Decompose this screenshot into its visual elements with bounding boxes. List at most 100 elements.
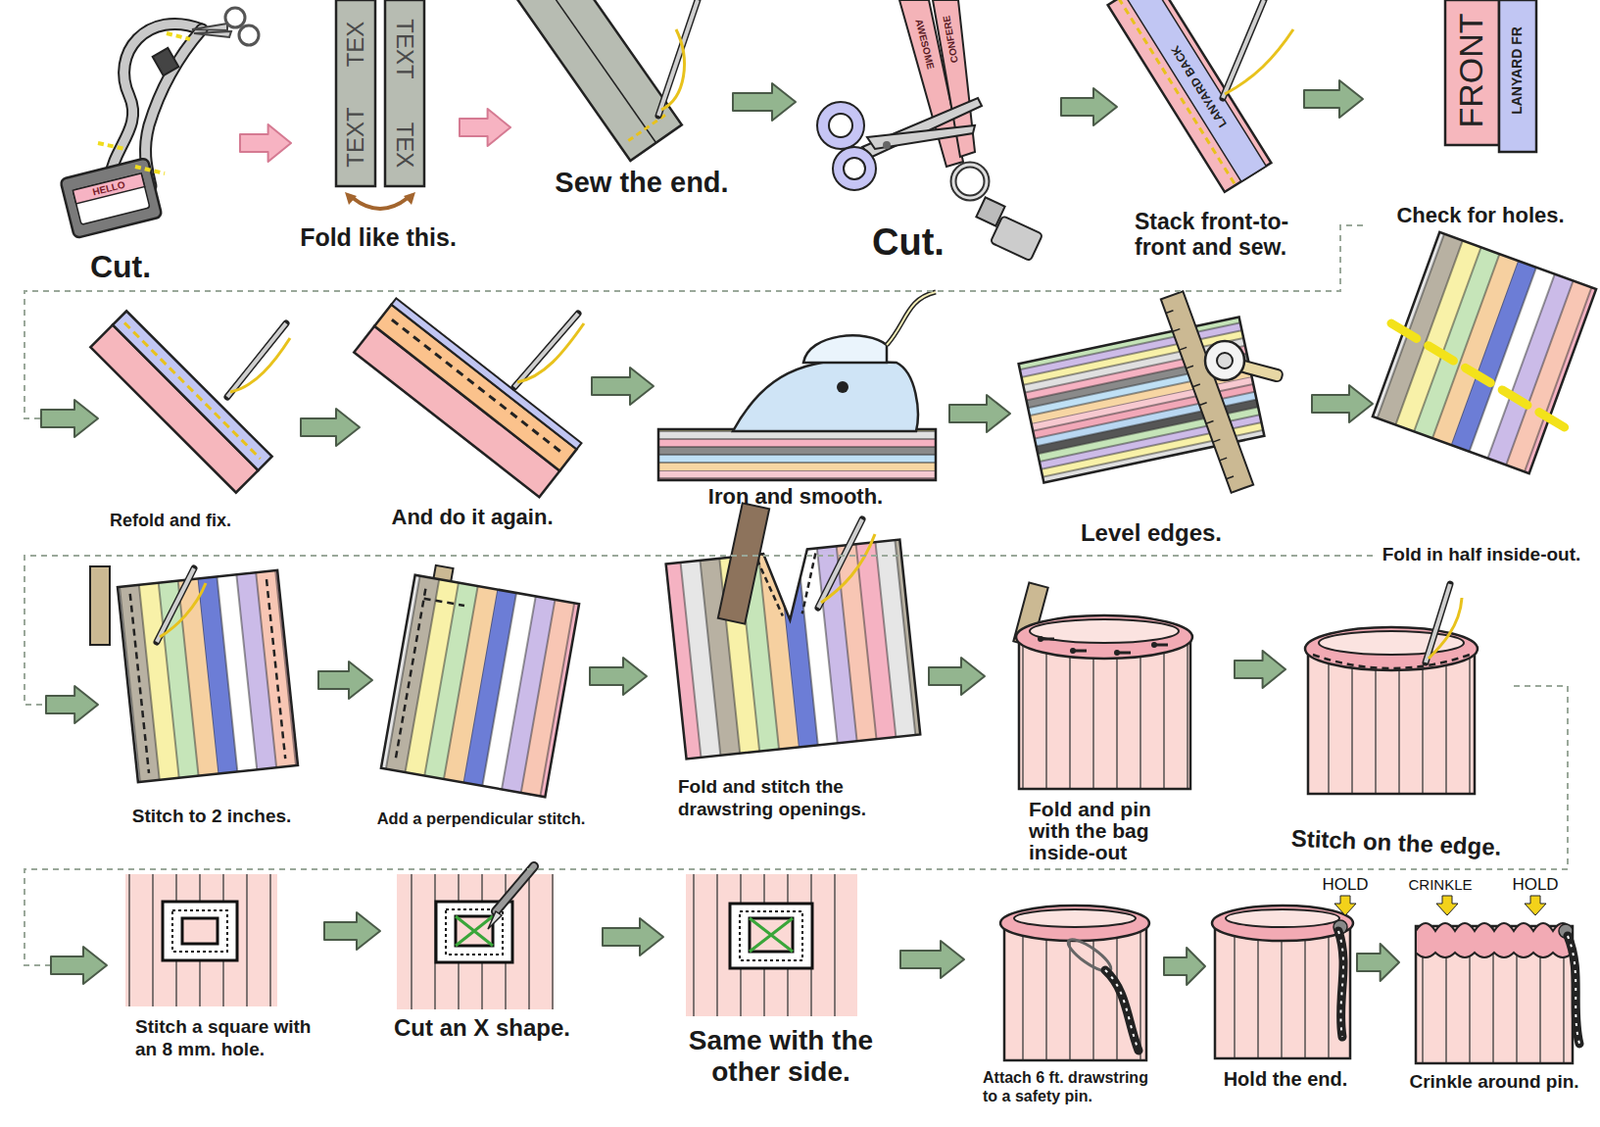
- refold-figure: [90, 310, 291, 492]
- block-arrow: [318, 661, 373, 699]
- stacked-lanyards-figure: [1108, 0, 1272, 193]
- iron-figure: [886, 291, 936, 345]
- square-stitch-figure: [125, 873, 278, 1007]
- striped-panel-figure: [1391, 323, 1568, 430]
- level-edges-figure: [1205, 340, 1245, 381]
- step-panel: Iron and smooth.: [653, 298, 950, 513]
- second-strip-figure: [514, 313, 579, 388]
- x-cut-figure: [495, 866, 534, 912]
- crinkle-bag-figure: [1415, 922, 1573, 958]
- other-side-figure: [749, 918, 793, 952]
- step-panel: And do it again.: [359, 298, 592, 534]
- arrow-route: [24, 685, 1568, 966]
- block-arrow: [324, 912, 381, 950]
- step-caption: And do it again.: [391, 504, 554, 530]
- lanyard-badge-figure: [152, 48, 180, 76]
- iron-figure: [658, 291, 936, 481]
- step-arrow: [459, 108, 511, 146]
- pinned-bag-figure: [1040, 638, 1168, 653]
- step-panel: Stitch on the edge.: [1285, 581, 1514, 865]
- stacked-lanyards-figure: [1108, 0, 1272, 193]
- lanyard-badge-figure: [145, 29, 202, 187]
- pinned-bag-figure: [1016, 615, 1193, 659]
- step-panel: Hold the end.: [1205, 896, 1358, 1108]
- step-panel: Fold in half inside-out.: [1372, 252, 1596, 569]
- lanyard-badge-figure: [239, 25, 259, 46]
- step-arrow: [1061, 88, 1117, 126]
- pinned-bag-figure: [1069, 647, 1076, 654]
- lanyard-badge-figure: [72, 173, 150, 225]
- step-arrow: [900, 940, 965, 978]
- safety-pin-bag-figure: [1000, 905, 1150, 1061]
- refold-figure: [124, 322, 261, 459]
- perpendicular-stitch-figure: [381, 575, 580, 797]
- step-panel: Level edges.: [1010, 298, 1312, 550]
- hold-end-bag-figure: [1334, 895, 1357, 916]
- square-stitch-figure: [125, 873, 278, 1007]
- hold-end-bag-figure: [1225, 909, 1340, 927]
- safety-pin-bag-figure: [1004, 921, 1147, 1061]
- step-arrow: [949, 394, 1011, 433]
- safety-pin-bag-figure: [1105, 969, 1139, 1051]
- step-caption: Cut.: [872, 221, 945, 265]
- iron-figure: [732, 360, 919, 432]
- safety-pin-bag-figure: [1014, 909, 1136, 927]
- block-arrow: [591, 367, 654, 405]
- block-arrow: [900, 940, 965, 978]
- folded-strips-figure: [352, 197, 408, 209]
- sewn-strip-figure: [509, 0, 698, 161]
- folded-strips-figure: [336, 0, 425, 209]
- step-panel: Stitch a square with an 8 mm. hole.: [106, 878, 325, 1108]
- step-arrow: [591, 367, 654, 405]
- step-caption: Hold the end.: [1223, 1067, 1349, 1091]
- refold-figure: [230, 338, 291, 392]
- square-stitch-figure: [162, 901, 238, 961]
- second-strip-figure: [517, 323, 584, 383]
- refold-figure: [112, 310, 273, 471]
- folded-strips-figure: [385, 0, 425, 187]
- drawstring-opening-figure: [757, 553, 823, 619]
- block-arrow: [1163, 947, 1206, 985]
- sewn-strip-figure: [509, 0, 682, 161]
- side-stitch-figure: [117, 570, 298, 782]
- cut-lanyard-figure: [843, 157, 866, 180]
- iron-figure: [836, 381, 849, 393]
- drawstring-opening-figure: [666, 539, 922, 760]
- second-strip-figure: [514, 313, 579, 388]
- step-arrow: [1163, 947, 1206, 985]
- hold-end-bag-figure: [1212, 905, 1354, 941]
- lanyard-badge-figure: [225, 7, 245, 28]
- x-cut-figure: [396, 873, 554, 1010]
- sewn-strip-figure: [658, 0, 698, 116]
- step-arrow: [1234, 650, 1286, 688]
- block-arrow: [1311, 385, 1373, 423]
- x-cut-figure: [396, 866, 554, 1010]
- step-arrow: [24, 555, 1373, 724]
- step-arrow: [24, 685, 1568, 984]
- stacked-lanyards-figure: [1224, 29, 1294, 95]
- step-arrow: [928, 657, 985, 695]
- step-panel: Stitch to 2 inches.: [97, 566, 319, 833]
- level-edges-figure: [1216, 352, 1233, 369]
- step-caption: Check for holes.: [1396, 202, 1564, 228]
- edge-stitched-bag-figure: [1428, 597, 1462, 659]
- block-arrow: [1061, 88, 1117, 126]
- step-caption: Stitch a square with an 8 mm. hole.: [135, 1015, 312, 1061]
- step-caption: Sew the end.: [554, 166, 728, 199]
- drawstring-opening-figure: [666, 502, 922, 759]
- step-caption: Attach 6 ft. drawstring to a safety pin.: [982, 1067, 1162, 1106]
- x-cut-figure: [445, 909, 503, 955]
- step-caption: Cut an X shape.: [393, 1014, 571, 1042]
- lanyard-badge-figure: [72, 173, 145, 204]
- sewn-strip-figure: [509, 0, 682, 161]
- block-arrow: [949, 394, 1011, 433]
- sewn-strip-figure: [534, 0, 656, 144]
- safety-pin-bag-figure: [1000, 905, 1150, 941]
- step-arrow: [1311, 385, 1373, 423]
- arrow-route: [24, 555, 1373, 705]
- pinned-bag-figure: [1037, 635, 1044, 642]
- block-arrow: [300, 408, 360, 446]
- x-cut-figure: [455, 916, 493, 946]
- folded-strips-figure: [336, 0, 376, 187]
